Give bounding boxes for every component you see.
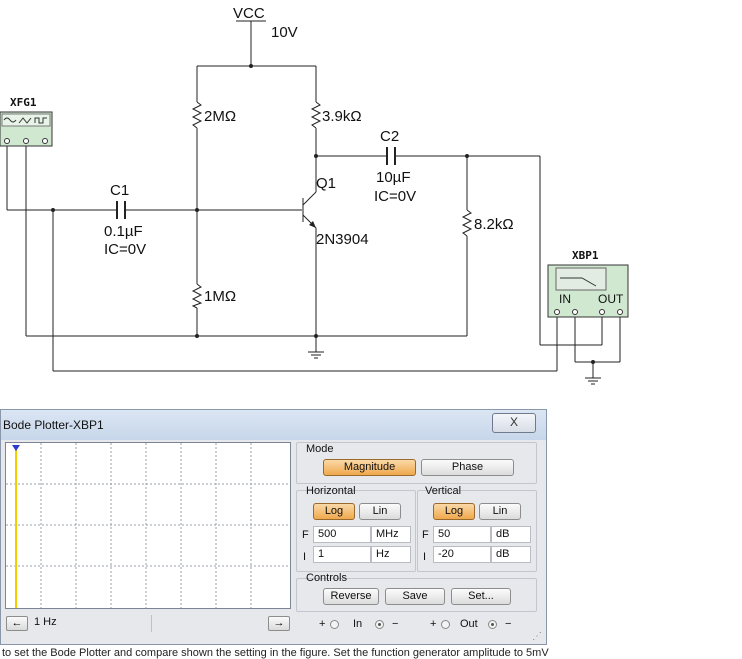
in-minus-radio[interactable] — [375, 620, 384, 629]
c2-name-label: C2 — [380, 128, 399, 145]
out-minus-radio[interactable] — [488, 620, 497, 629]
horizontal-initial-input[interactable]: 1 — [313, 546, 371, 563]
xbp1-out-minus-terminal[interactable] — [617, 309, 623, 315]
xbp1-in-plus-terminal[interactable] — [554, 309, 560, 315]
vertical-initial-input[interactable]: -20 — [433, 546, 491, 563]
vertical-label: Vertical — [425, 485, 462, 497]
vcc-label: VCC — [233, 5, 265, 22]
bode-plotter-window[interactable]: Bode Plotter-XBP1 X ← 1 Hz → Mode Magnit… — [0, 409, 547, 645]
cursor-marker-icon[interactable] — [12, 445, 20, 451]
bode-response-icon — [560, 277, 597, 287]
triangle-wave-icon — [18, 117, 32, 124]
sine-wave-icon — [3, 117, 17, 123]
junction-dots — [51, 64, 595, 364]
capacitor-c1-symbol[interactable] — [116, 201, 126, 219]
q1-model-label: 2N3904 — [316, 231, 369, 248]
in-label: In — [353, 618, 363, 630]
xfg1-plus-terminal[interactable] — [4, 138, 10, 144]
horizontal-i-label: I — [303, 551, 307, 563]
xbp1-out-plus-terminal[interactable] — [599, 309, 605, 315]
out-label: Out — [460, 618, 478, 630]
horizontal-lin-button[interactable]: Lin — [359, 503, 401, 520]
horizontal-group — [296, 490, 416, 572]
r-collector-label: 3.9kΩ — [322, 108, 362, 125]
cursor-value-readout — [151, 615, 267, 632]
resistor-1m-symbol[interactable] — [191, 283, 203, 309]
c2-value-label: 10µF — [376, 169, 411, 186]
out-plus-radio[interactable] — [441, 620, 450, 629]
resistor-8k2-symbol[interactable] — [461, 209, 473, 237]
horizontal-f-label: F — [302, 529, 309, 541]
q1-name-label: Q1 — [316, 175, 336, 192]
xfg1-label: XFG1 — [10, 96, 37, 109]
vcc-value: 10V — [271, 24, 298, 41]
vertical-log-button[interactable]: Log — [433, 503, 475, 520]
document-footer-text: to set the Bode Plotter and compare show… — [2, 647, 549, 659]
resize-grip-icon[interactable]: ⋰ — [532, 631, 542, 642]
out-plus-label: + — [430, 618, 437, 630]
horizontal-log-button[interactable]: Log — [313, 503, 355, 520]
resistor-3k9-symbol[interactable] — [310, 101, 322, 129]
magnitude-button[interactable]: Magnitude — [323, 459, 416, 476]
controls-group — [296, 578, 537, 612]
emitter-arrow-icon — [309, 221, 316, 228]
xfg1-minus-terminal[interactable] — [42, 138, 48, 144]
wires — [6, 20, 621, 385]
bode-plotter-xbp1[interactable]: XBP1 IN OUT — [547, 249, 629, 318]
close-button[interactable]: X — [492, 413, 536, 433]
cursor-right-button[interactable]: → — [268, 616, 290, 631]
cursor-frequency-readout: 1 Hz — [34, 616, 57, 628]
c1-ic-label: IC=0V — [104, 241, 146, 258]
vertical-i-label: I — [423, 551, 427, 563]
reverse-button[interactable]: Reverse — [323, 588, 379, 605]
vertical-group — [417, 490, 537, 572]
vertical-f-label: F — [422, 529, 429, 541]
vertical-lin-button[interactable]: Lin — [479, 503, 521, 520]
xbp1-in-minus-terminal[interactable] — [572, 309, 578, 315]
r-load-label: 8.2kΩ — [474, 216, 514, 233]
save-button[interactable]: Save — [385, 588, 445, 605]
cursor-left-button[interactable]: ← — [6, 616, 28, 631]
xbp1-out-label: OUT — [598, 292, 624, 306]
bode-plot-area[interactable] — [5, 442, 291, 609]
resistor-2m-symbol[interactable] — [191, 101, 203, 129]
r-bias-top-label: 2MΩ — [204, 108, 236, 125]
capacitor-c2-symbol[interactable] — [386, 147, 396, 165]
horizontal-initial-unit[interactable]: Hz — [371, 546, 411, 563]
mode-label: Mode — [306, 443, 334, 455]
c1-name-label: C1 — [110, 182, 129, 199]
plot-grid — [6, 443, 290, 608]
window-titlebar[interactable]: Bode Plotter-XBP1 X — [1, 410, 546, 440]
in-minus-label: − — [392, 618, 399, 630]
controls-label: Controls — [306, 572, 347, 584]
window-title: Bode Plotter-XBP1 — [3, 418, 104, 432]
xbp1-in-label: IN — [559, 292, 571, 306]
vertical-final-unit[interactable]: dB — [491, 526, 531, 543]
xbp1-label: XBP1 — [572, 249, 599, 262]
r-bias-bottom-label: 1MΩ — [204, 288, 236, 305]
function-generator-xfg1[interactable]: XFG1 — [0, 96, 53, 147]
in-plus-radio[interactable] — [330, 620, 339, 629]
out-minus-label: − — [505, 618, 512, 630]
horizontal-label: Horizontal — [306, 485, 356, 497]
square-wave-icon — [34, 117, 47, 124]
c2-ic-label: IC=0V — [374, 188, 416, 205]
set-button[interactable]: Set... — [451, 588, 511, 605]
window-body: ← 1 Hz → Mode Magnitude Phase Horizontal… — [1, 440, 546, 644]
phase-button[interactable]: Phase — [421, 459, 514, 476]
in-plus-label: + — [319, 618, 326, 630]
horizontal-final-unit[interactable]: MHz — [371, 526, 411, 543]
c1-value-label: 0.1µF — [104, 223, 143, 240]
horizontal-final-input[interactable]: 500 — [313, 526, 371, 543]
xfg1-common-terminal[interactable] — [23, 138, 29, 144]
mode-group — [296, 442, 537, 484]
circuit-schematic[interactable]: VCC 10V 2MΩ 3.9kΩ 1MΩ 8.2kΩ C1 0.1µF IC=… — [0, 0, 742, 410]
vertical-initial-unit[interactable]: dB — [491, 546, 531, 563]
vertical-final-input[interactable]: 50 — [433, 526, 491, 543]
